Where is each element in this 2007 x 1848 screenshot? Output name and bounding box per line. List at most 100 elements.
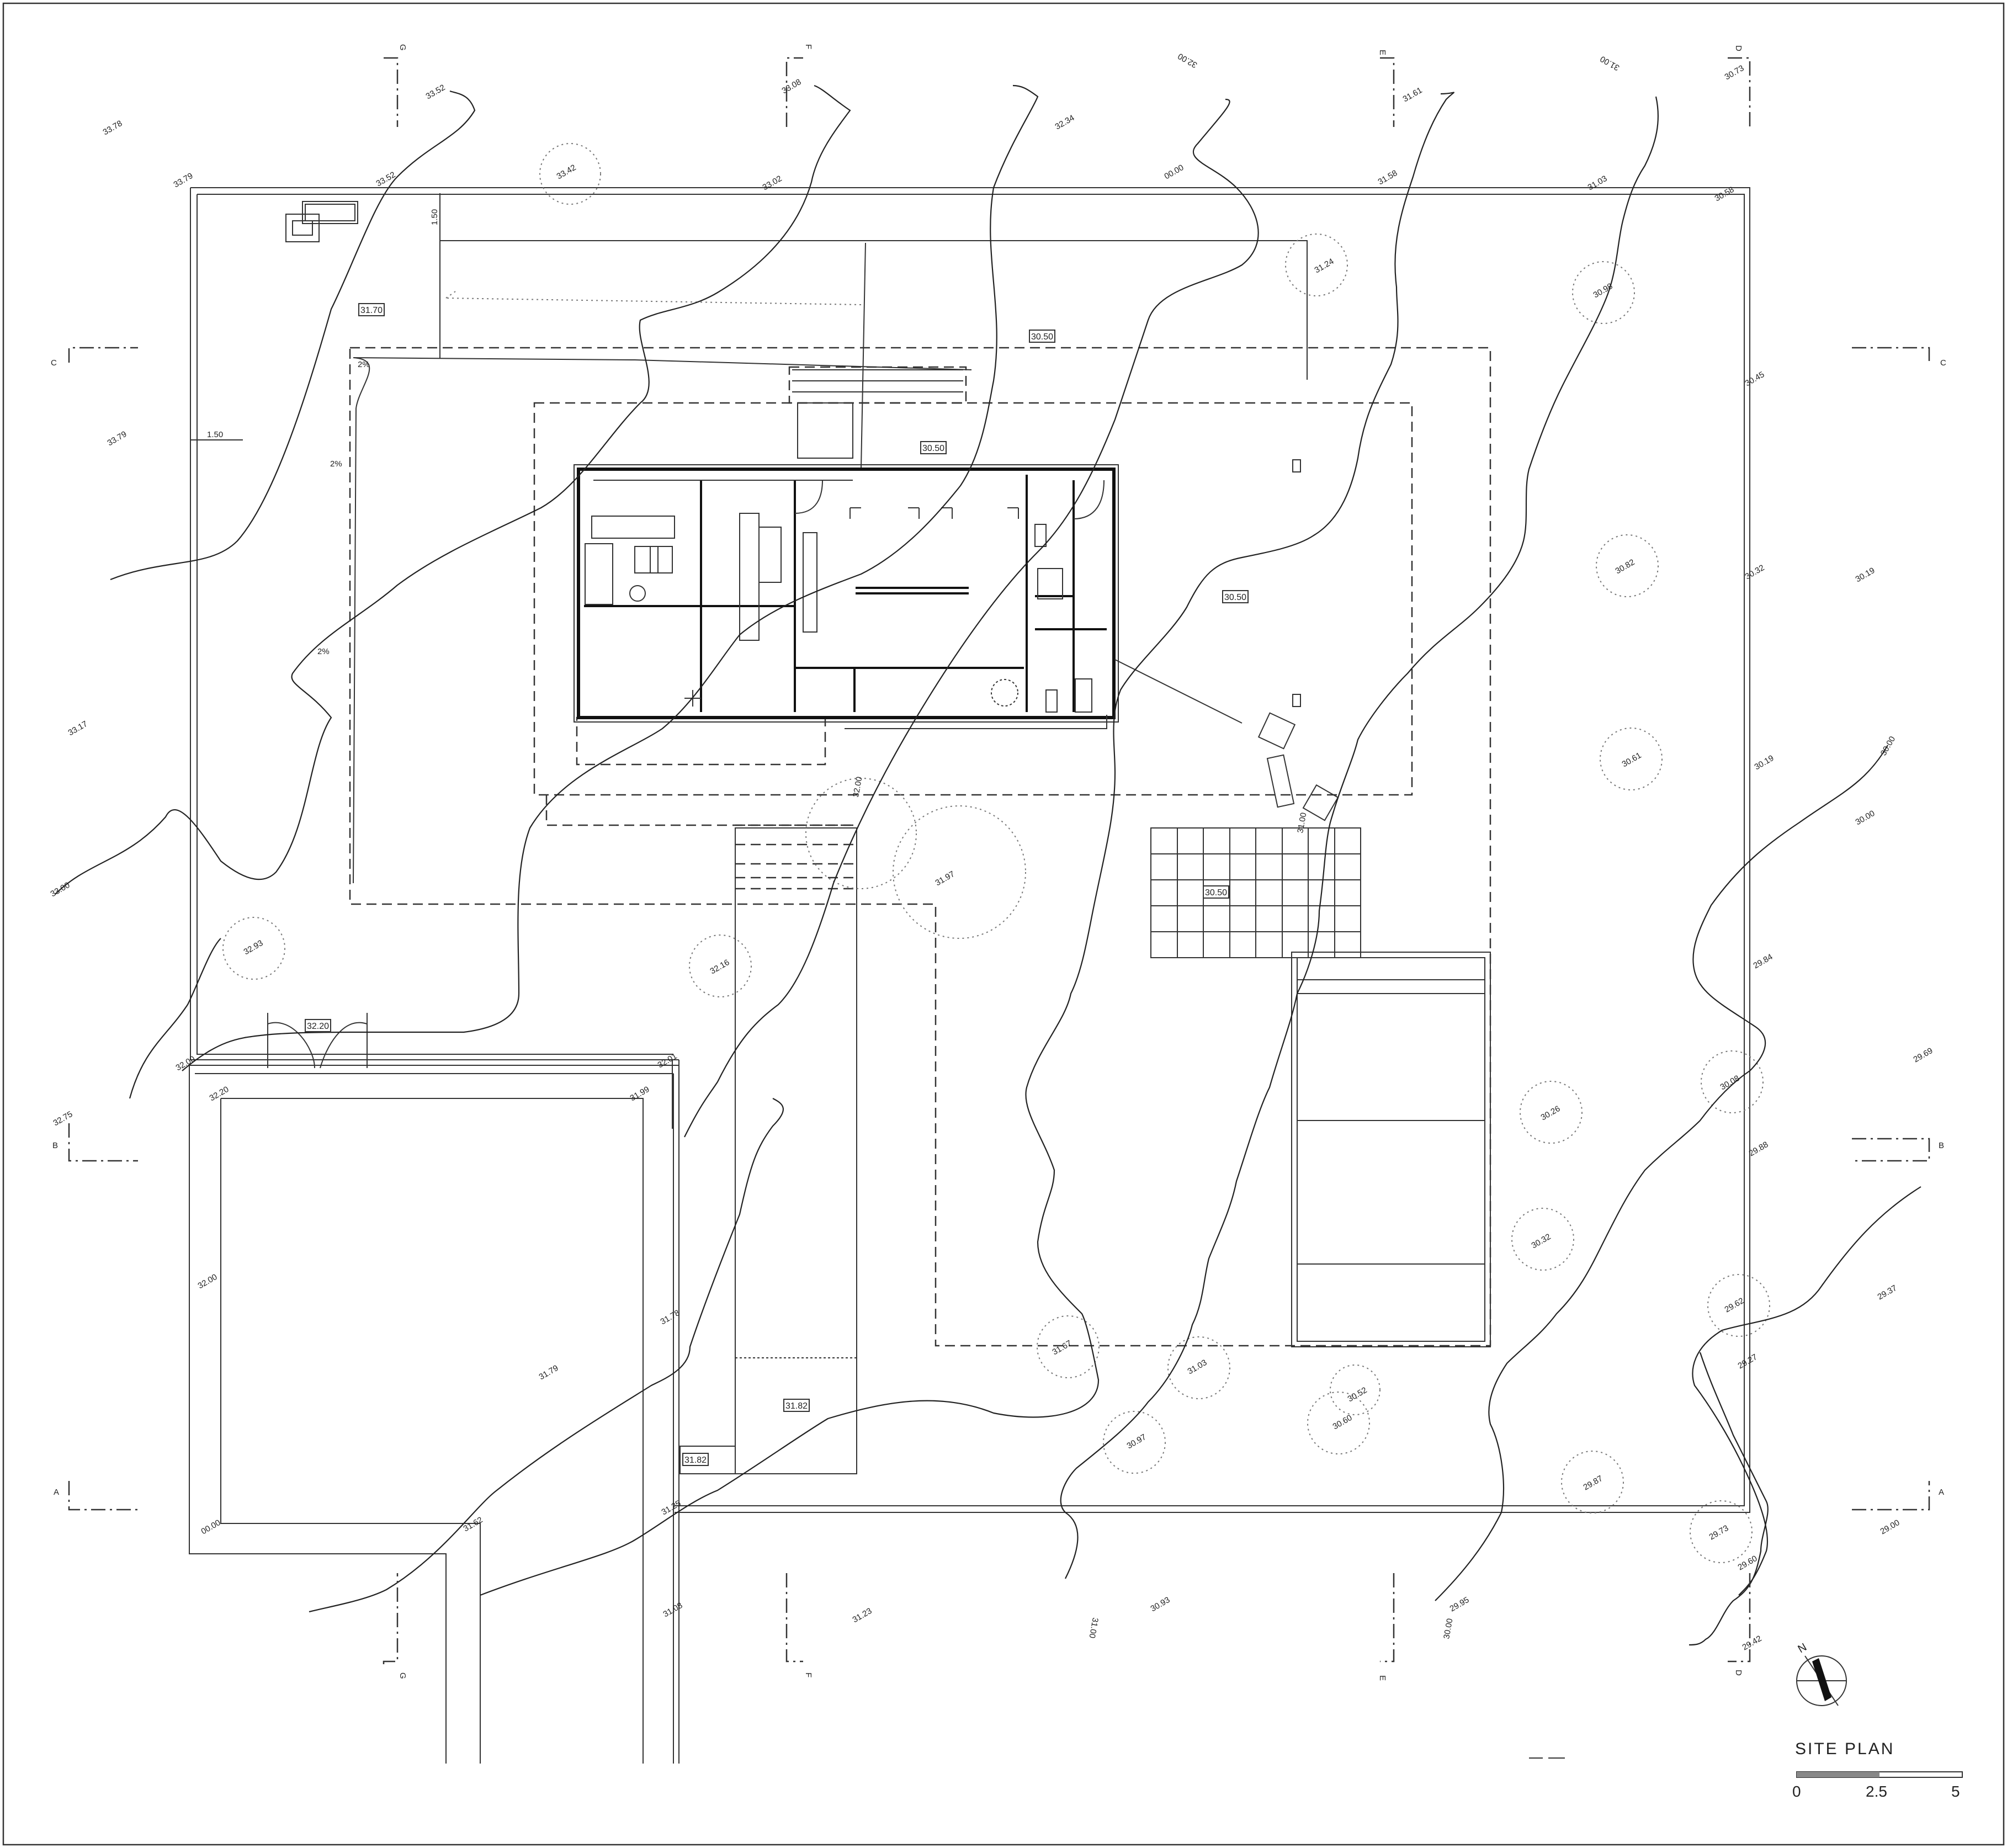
spot-level: 31.03 bbox=[1586, 174, 1609, 192]
spot-level: 2% bbox=[317, 647, 330, 656]
utility-boxes bbox=[285, 201, 1301, 707]
spot-level: 30.73 bbox=[1723, 63, 1746, 82]
section-markers: C C B B A A G G F F E E D D bbox=[51, 44, 1946, 1681]
scale-label-0: 0 bbox=[1792, 1783, 1801, 1800]
rotated-level: 32.00 bbox=[851, 776, 864, 798]
area-label-lane: 31.82 bbox=[785, 1401, 808, 1411]
drawing-title: SITE PLAN bbox=[1795, 1740, 1894, 1758]
spot-level: 29.73 bbox=[1708, 1523, 1730, 1542]
spot-level: 31.99 bbox=[629, 1085, 651, 1103]
spot-level: 33.17 bbox=[67, 719, 89, 737]
area-label-parking: 31.70 bbox=[360, 306, 383, 315]
pool bbox=[1291, 952, 1491, 1347]
spot-level: 30.98 bbox=[1592, 282, 1615, 300]
contour-lines bbox=[55, 84, 1921, 1646]
section-marker-a-left: A bbox=[54, 1488, 59, 1497]
section-marker-e-top: E bbox=[1378, 50, 1387, 55]
spot-level: 31.61 bbox=[1401, 86, 1424, 104]
spot-level: 30.97 bbox=[1125, 1432, 1148, 1451]
spot-level: 32.16 bbox=[709, 958, 731, 976]
section-marker-b-right: B bbox=[1939, 1141, 1944, 1150]
spot-level: 33.42 bbox=[555, 163, 578, 181]
spot-level: 29.87 bbox=[1582, 1474, 1605, 1492]
spot-level: 30.52 bbox=[1346, 1385, 1369, 1404]
section-marker-f-bottom: F bbox=[804, 1672, 813, 1677]
rotated-level: 31.00 bbox=[1087, 1617, 1100, 1639]
area-label-lane-entry: 31.82 bbox=[684, 1456, 707, 1465]
scale-label-5: 5 bbox=[1951, 1783, 1960, 1800]
section-marker-g-bottom: G bbox=[398, 1672, 407, 1679]
spot-level: 31.23 bbox=[851, 1606, 874, 1624]
spot-level: 00.00 bbox=[1163, 163, 1186, 181]
spot-level: 29.88 bbox=[1748, 1140, 1770, 1158]
house-footprint bbox=[574, 464, 1119, 723]
spot-level: 30.60 bbox=[1331, 1413, 1354, 1431]
spot-level: 33.02 bbox=[761, 174, 784, 192]
dashed-outlines bbox=[349, 347, 1491, 1347]
rotated-level: 31.00 bbox=[1295, 812, 1308, 834]
spot-level: 32.20 bbox=[208, 1085, 231, 1103]
spot-level: 30.08 bbox=[1719, 1074, 1741, 1092]
spot-level: 30.26 bbox=[1539, 1104, 1562, 1122]
spot-level: 30.00 bbox=[1879, 735, 1897, 757]
spot-level: 30.32 bbox=[1744, 563, 1766, 581]
spot-level: 30.32 bbox=[1530, 1232, 1553, 1250]
spot-level: 29.37 bbox=[1876, 1283, 1899, 1302]
spot-level: 32.34 bbox=[1054, 113, 1076, 131]
spot-level: 33.00 bbox=[49, 880, 72, 899]
trees bbox=[222, 143, 1770, 1563]
spot-level: 2% bbox=[358, 360, 370, 369]
spot-level: 33.79 bbox=[172, 171, 195, 189]
spot-level: 31.78 bbox=[659, 1308, 682, 1326]
spot-level: 29.42 bbox=[1741, 1634, 1764, 1652]
spot-level: 00.00 bbox=[200, 1518, 222, 1536]
area-label-terrace: 30.50 bbox=[1205, 888, 1227, 898]
area-label-lot: 31.79 bbox=[538, 1363, 560, 1382]
section-marker-d-top: D bbox=[1734, 45, 1743, 51]
section-marker-a-right: A bbox=[1939, 1488, 1944, 1497]
area-label-drive: 30.50 bbox=[1031, 332, 1053, 342]
terrace bbox=[845, 659, 1361, 958]
area-label-house: 30.50 bbox=[922, 444, 944, 453]
spot-level: 33.08 bbox=[781, 77, 803, 95]
spot-level: 29.60 bbox=[1737, 1554, 1759, 1572]
north-arrow: N bbox=[1796, 1641, 1847, 1706]
entry-steps bbox=[792, 369, 963, 459]
dimensions: 1.50 1.50 bbox=[190, 194, 440, 440]
spot-level: 33.52 bbox=[424, 83, 447, 101]
section-marker-c-right: C bbox=[1940, 358, 1946, 368]
spot-level: 29.95 bbox=[1448, 1595, 1471, 1613]
dimension-north: 1.50 bbox=[430, 209, 439, 225]
spot-level: 2% bbox=[330, 459, 342, 469]
section-marker-g-top: G bbox=[398, 44, 407, 51]
spot-level: 30.19 bbox=[1753, 753, 1776, 772]
area-label-garden: 30.50 bbox=[1224, 593, 1246, 602]
area-label-gate: 32.20 bbox=[307, 1022, 329, 1031]
spot-level: 29.69 bbox=[1912, 1046, 1935, 1064]
section-marker-b-left: B bbox=[52, 1141, 58, 1150]
spot-level: 30.82 bbox=[1614, 557, 1637, 576]
spot-level: 30.45 bbox=[1744, 370, 1766, 388]
spot-level: 29.62 bbox=[1723, 1296, 1746, 1314]
spot-level: 30.00 bbox=[1854, 809, 1877, 827]
spot-level: 29.00 bbox=[1879, 1518, 1902, 1536]
spot-level: 31.03 bbox=[1186, 1358, 1209, 1376]
spot-level: 31.24 bbox=[1313, 257, 1336, 275]
spot-level: 32.93 bbox=[242, 938, 265, 957]
spot-level: 32.00 bbox=[197, 1272, 219, 1291]
spot-level: 31.62 bbox=[462, 1515, 485, 1533]
section-marker-c-left: C bbox=[51, 358, 57, 368]
site-boundary bbox=[189, 187, 1750, 1764]
title-block: SITE PLAN 0 2.5 5 bbox=[1529, 1740, 1963, 1800]
spot-level: 30.19 bbox=[1854, 566, 1877, 584]
spot-level: 30.00 bbox=[1442, 1618, 1454, 1640]
section-marker-e-bottom: E bbox=[1378, 1675, 1387, 1681]
rotated-level: 31.00 bbox=[1599, 54, 1621, 72]
spot-level: 29.84 bbox=[1752, 952, 1775, 970]
rotated-level: 32.00 bbox=[1176, 51, 1199, 70]
spot-level: 33.78 bbox=[102, 119, 124, 137]
spot-level: 30.61 bbox=[1621, 751, 1643, 769]
spot-level: 30.93 bbox=[1149, 1595, 1172, 1613]
